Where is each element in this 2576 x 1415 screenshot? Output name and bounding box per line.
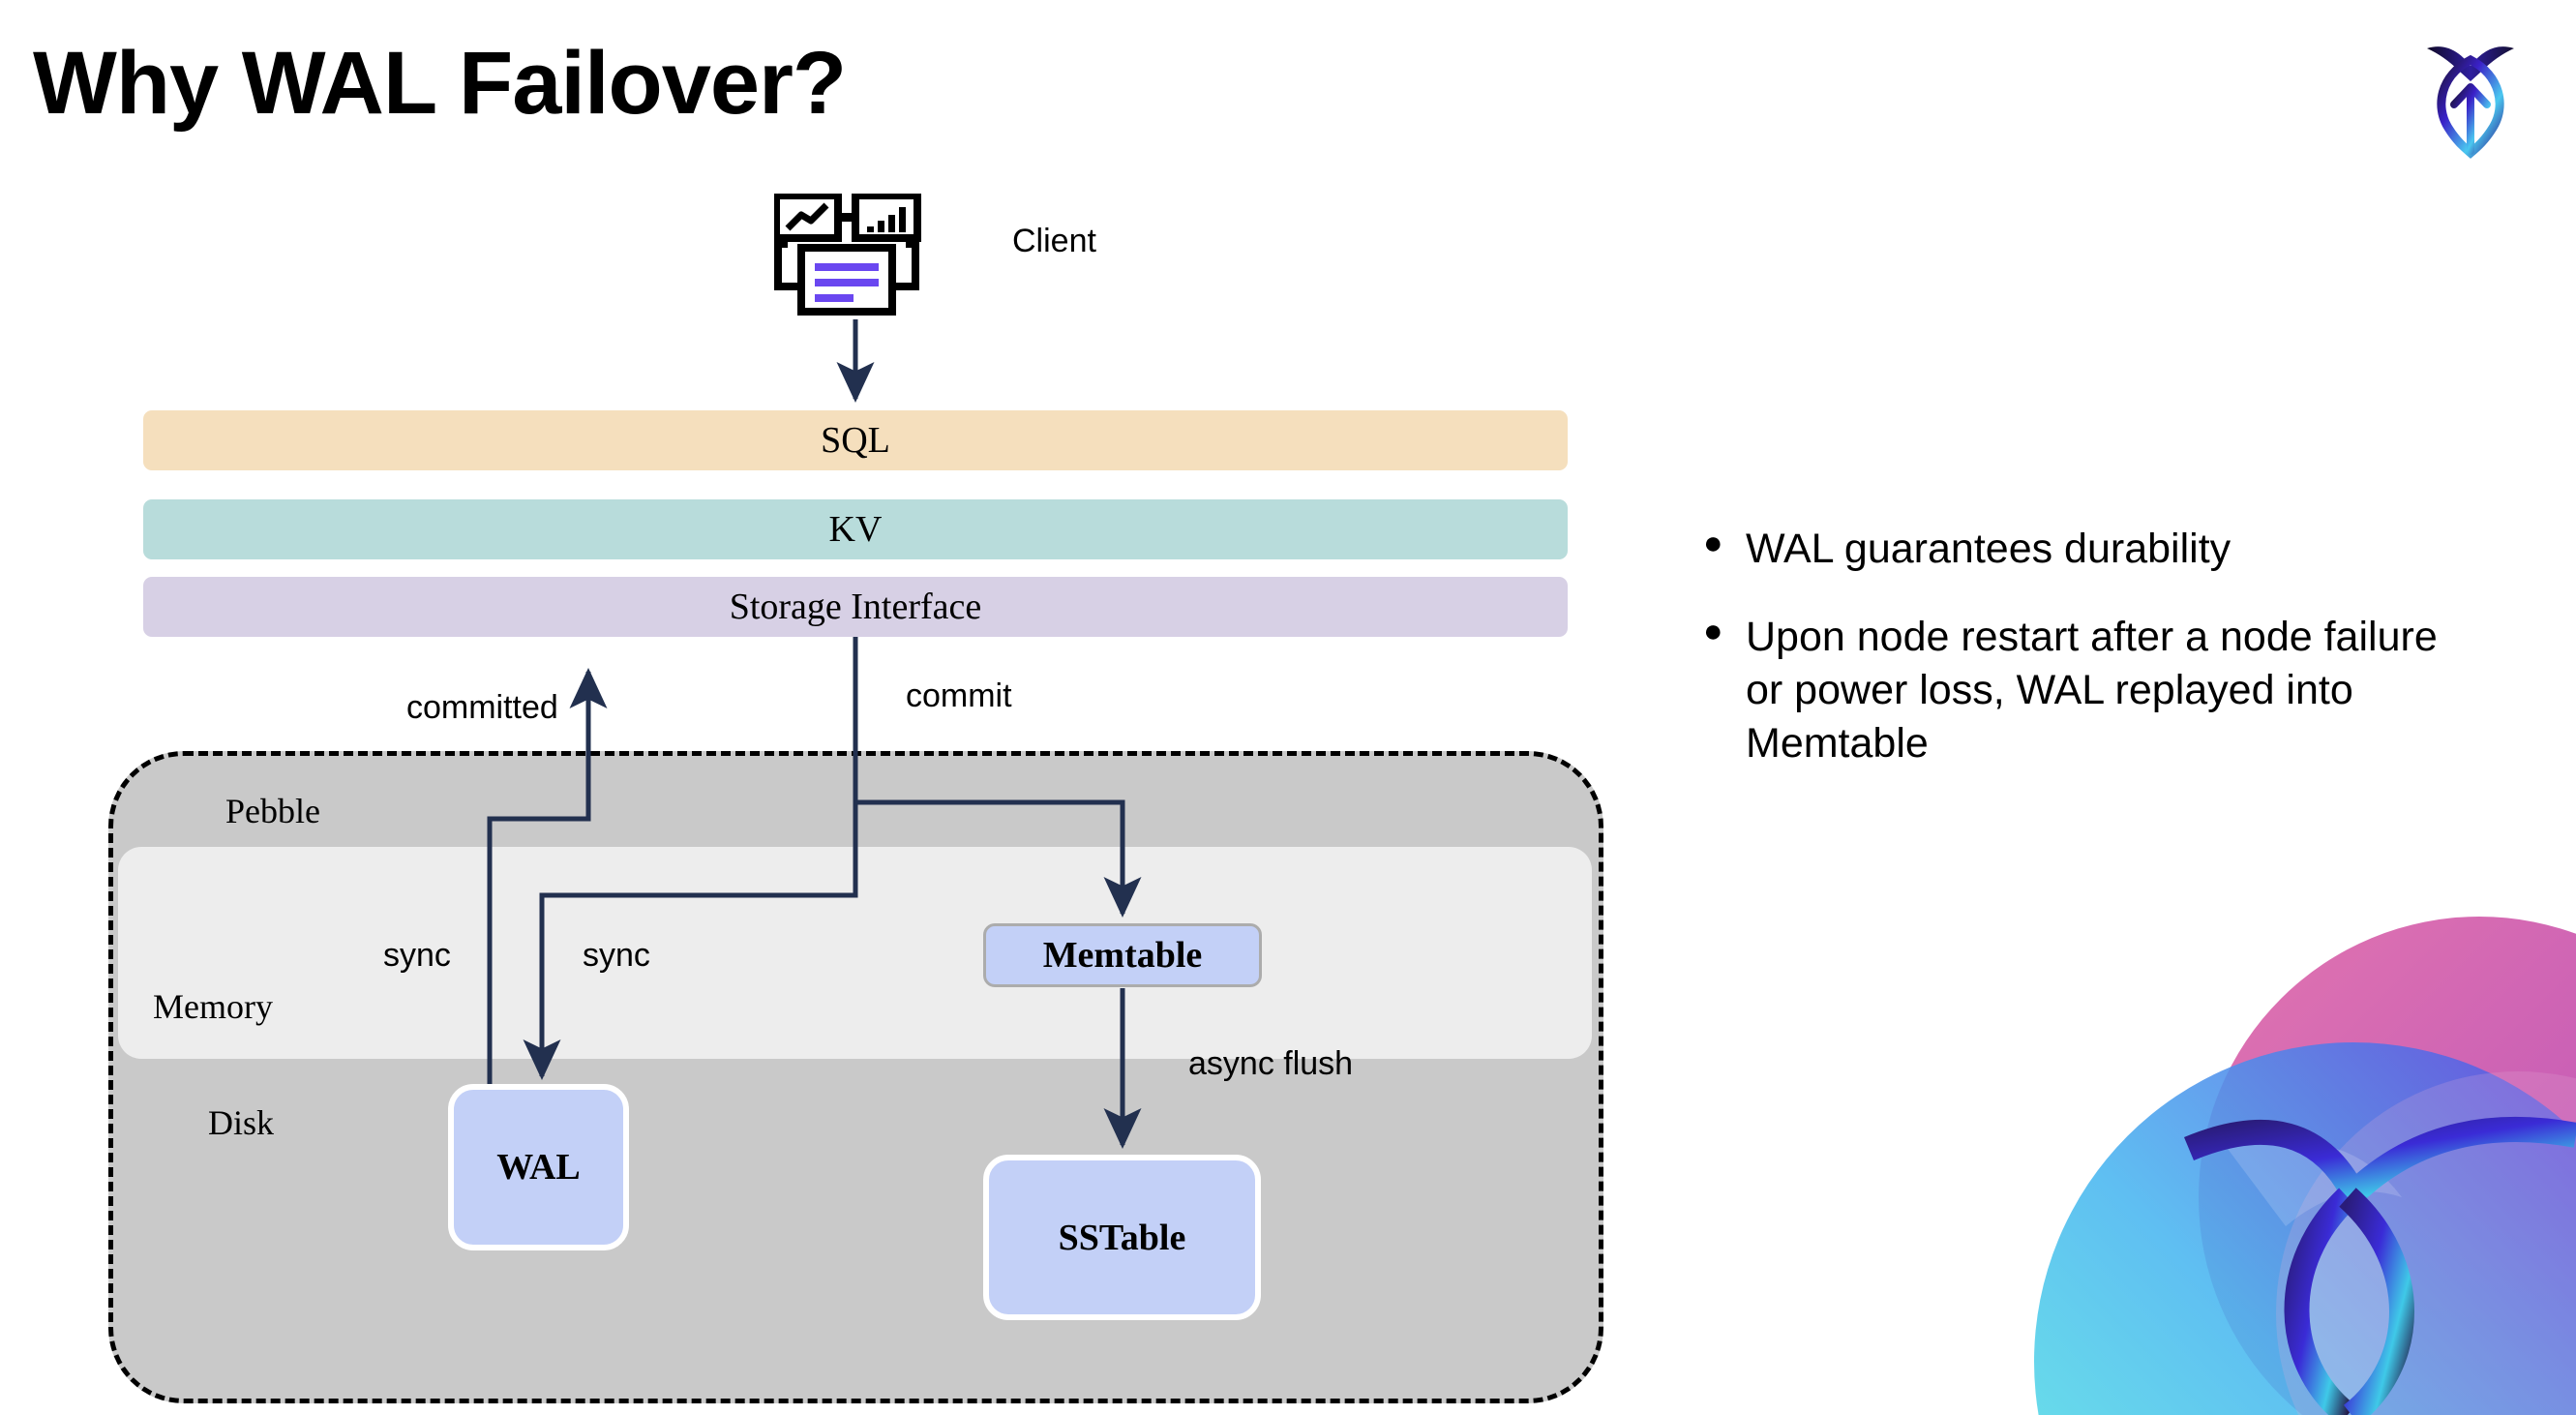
pebble-label: Pebble xyxy=(225,792,320,830)
page-title: Why WAL Failover? xyxy=(33,34,847,133)
bullet-text: Upon node restart after a node failure o… xyxy=(1746,614,2438,768)
node-wal: WAL xyxy=(448,1084,629,1250)
layer-storage-interface: Storage Interface xyxy=(143,577,1568,637)
bullet-list: ● WAL guarantees durability ● Upon node … xyxy=(1703,523,2468,805)
node-memtable: Memtable xyxy=(983,923,1262,987)
cockroachdb-logo xyxy=(2408,27,2533,163)
list-item: ● WAL guarantees durability xyxy=(1703,523,2468,576)
layer-kv: KV xyxy=(143,499,1568,559)
layer-kv-label: KV xyxy=(828,509,883,550)
memory-label: Memory xyxy=(153,987,273,1026)
bullet-marker-icon: ● xyxy=(1703,525,1723,561)
list-item: ● Upon node restart after a node failure… xyxy=(1703,611,2468,770)
bullet-text: WAL guarantees durability xyxy=(1746,526,2232,572)
architecture-diagram: Client SQL KV Storage Interface Pebble M… xyxy=(108,192,1603,1403)
node-wal-label: WAL xyxy=(496,1147,581,1188)
client-dashboard-icon xyxy=(772,192,929,319)
layer-storage-label: Storage Interface xyxy=(729,587,982,627)
layer-sql: SQL xyxy=(143,410,1568,470)
bullet-marker-icon: ● xyxy=(1703,613,1723,650)
client-label: Client xyxy=(1012,223,1096,259)
edge-label-commit: commit xyxy=(906,677,1012,714)
node-sstable: SSTable xyxy=(983,1155,1261,1320)
edge-label-committed: committed xyxy=(406,689,558,726)
node-memtable-label: Memtable xyxy=(1042,935,1203,976)
disk-label: Disk xyxy=(208,1103,275,1142)
edge-label-async-flush: async flush xyxy=(1188,1045,1354,1082)
node-sstable-label: SSTable xyxy=(1058,1217,1186,1258)
edge-label-sync-2: sync xyxy=(583,937,650,974)
layer-sql-label: SQL xyxy=(821,420,890,461)
memory-zone xyxy=(118,847,1592,1059)
edge-label-sync-1: sync xyxy=(383,937,451,974)
decorative-brand-art xyxy=(1937,907,2576,1415)
